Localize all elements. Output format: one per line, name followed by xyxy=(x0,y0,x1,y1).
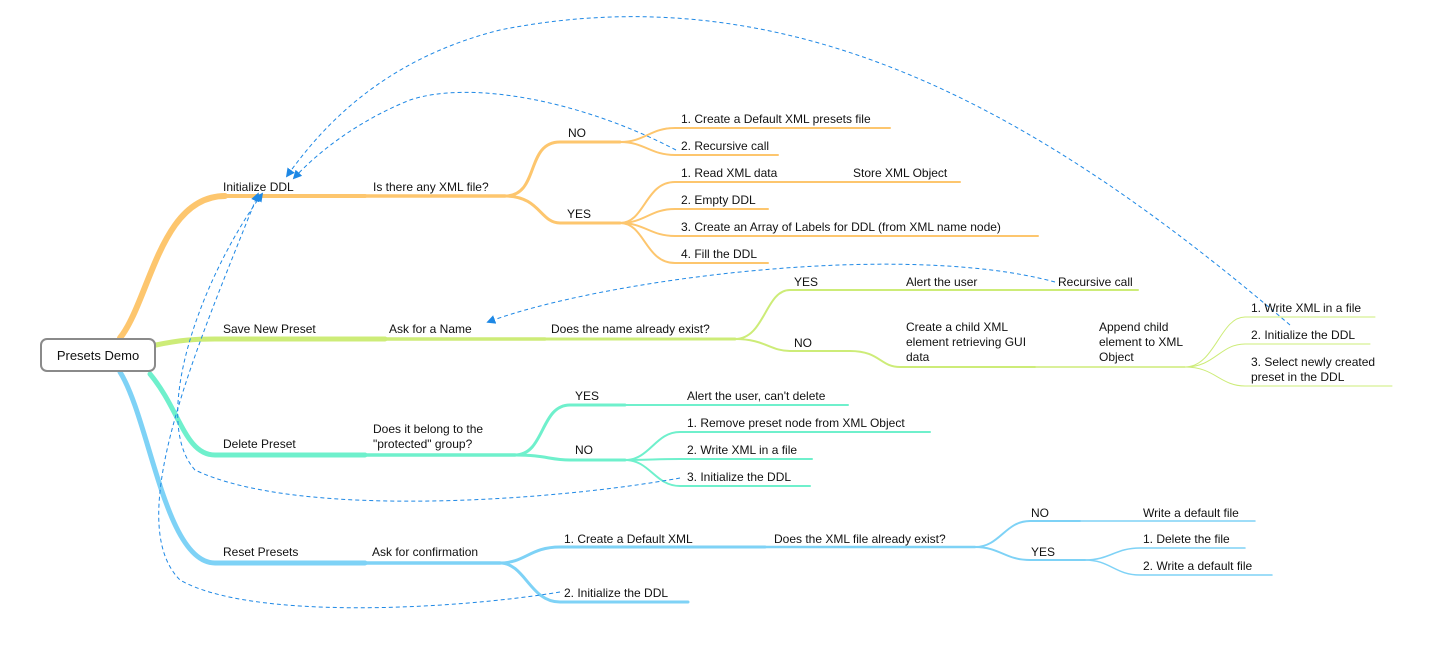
node-save-no[interactable]: NO xyxy=(794,336,812,350)
node-init-recursive-call[interactable]: 2. Recursive call xyxy=(681,139,770,153)
node-reset-yes[interactable]: YES xyxy=(1031,545,1056,559)
node-alert-user[interactable]: Alert the user xyxy=(906,275,978,289)
arrow-recursive-to-ask-name xyxy=(486,263,1056,324)
node-ask-confirmation[interactable]: Ask for confirmation xyxy=(372,545,479,559)
node-alert-cant-delete[interactable]: Alert the user, can't delete xyxy=(687,389,826,403)
node-create-child-xml[interactable]: Create a child XML element retrieving GU… xyxy=(906,320,1027,364)
edge-root-initialize xyxy=(117,193,228,341)
node-store-xml-object[interactable]: Store XML Object xyxy=(853,166,948,180)
node-save-new-preset[interactable]: Save New Preset xyxy=(223,322,316,336)
root-node[interactable]: Presets Demo xyxy=(40,338,156,372)
edge-root-delete xyxy=(147,371,368,458)
node-create-default-xml-presets[interactable]: 1. Create a Default XML presets file xyxy=(681,112,871,126)
node-empty-ddl[interactable]: 2. Empty DDL xyxy=(681,193,756,207)
branch-delete-preset xyxy=(147,371,931,487)
branch-initialize-ddl xyxy=(117,127,1039,341)
node-delete-no[interactable]: NO xyxy=(575,443,593,457)
branch-reset-presets xyxy=(117,369,1273,604)
node-init-no[interactable]: NO xyxy=(568,126,586,140)
node-write-default-file-2[interactable]: 2. Write a default file xyxy=(1143,559,1253,573)
edge-question-yes xyxy=(503,194,622,225)
node-ask-for-name[interactable]: Ask for a Name xyxy=(389,322,472,336)
node-save-recursive-call[interactable]: Recursive call xyxy=(1058,275,1133,289)
node-create-default-xml[interactable]: 1. Create a Default XML xyxy=(564,532,693,546)
arrow-write-xml-to-initialize xyxy=(285,16,1291,326)
edge-question-no xyxy=(503,140,622,198)
node-save-yes[interactable]: YES xyxy=(794,275,819,289)
node-protected-question[interactable]: Does it belong to the "protected" group? xyxy=(373,422,484,451)
arrow-delete-init-to-initialize xyxy=(177,192,681,502)
node-append-child[interactable]: Append child element to XML Object xyxy=(1099,320,1183,364)
relationship-arrows xyxy=(158,16,1291,609)
node-delete-write-xml[interactable]: 2. Write XML in a file xyxy=(687,443,798,457)
arrow-reset-init-to-initialize xyxy=(158,192,561,609)
branch-save-new-preset xyxy=(153,289,1393,387)
node-name-exists-question[interactable]: Does the name already exist? xyxy=(551,322,710,336)
node-init-yes[interactable]: YES xyxy=(567,207,592,221)
node-initialize-ddl[interactable]: Initialize DDL xyxy=(223,180,294,194)
node-delete-preset[interactable]: Delete Preset xyxy=(223,437,296,451)
node-xml-file-question[interactable]: Is there any XML file? xyxy=(373,180,489,194)
node-fill-ddl[interactable]: 4. Fill the DDL xyxy=(681,247,758,261)
node-save-write-xml[interactable]: 1. Write XML in a file xyxy=(1251,301,1362,315)
node-write-default-file[interactable]: Write a default file xyxy=(1143,506,1239,520)
node-create-array-labels[interactable]: 3. Create an Array of Labels for DDL (fr… xyxy=(681,220,1001,234)
node-read-xml-data[interactable]: 1. Read XML data xyxy=(681,166,778,180)
edge-root-reset xyxy=(117,369,368,566)
node-file-exists-question[interactable]: Does the XML file already exist? xyxy=(774,532,946,546)
node-reset-initialize-ddl[interactable]: 2. Initialize the DDL xyxy=(564,586,669,600)
node-delete-initialize-ddl[interactable]: 3. Initialize the DDL xyxy=(687,470,792,484)
node-delete-yes[interactable]: YES xyxy=(575,389,600,403)
node-reset-no[interactable]: NO xyxy=(1031,506,1049,520)
node-delete-the-file[interactable]: 1. Delete the file xyxy=(1143,532,1230,546)
node-remove-preset-node[interactable]: 1. Remove preset node from XML Object xyxy=(687,416,905,430)
arrow-recursive-to-initialize xyxy=(292,91,677,180)
node-reset-presets[interactable]: Reset Presets xyxy=(223,545,299,559)
node-save-initialize-ddl[interactable]: 2. Initialize the DDL xyxy=(1251,328,1356,342)
node-select-new-preset[interactable]: 3. Select newly created preset in the DD… xyxy=(1251,355,1376,384)
